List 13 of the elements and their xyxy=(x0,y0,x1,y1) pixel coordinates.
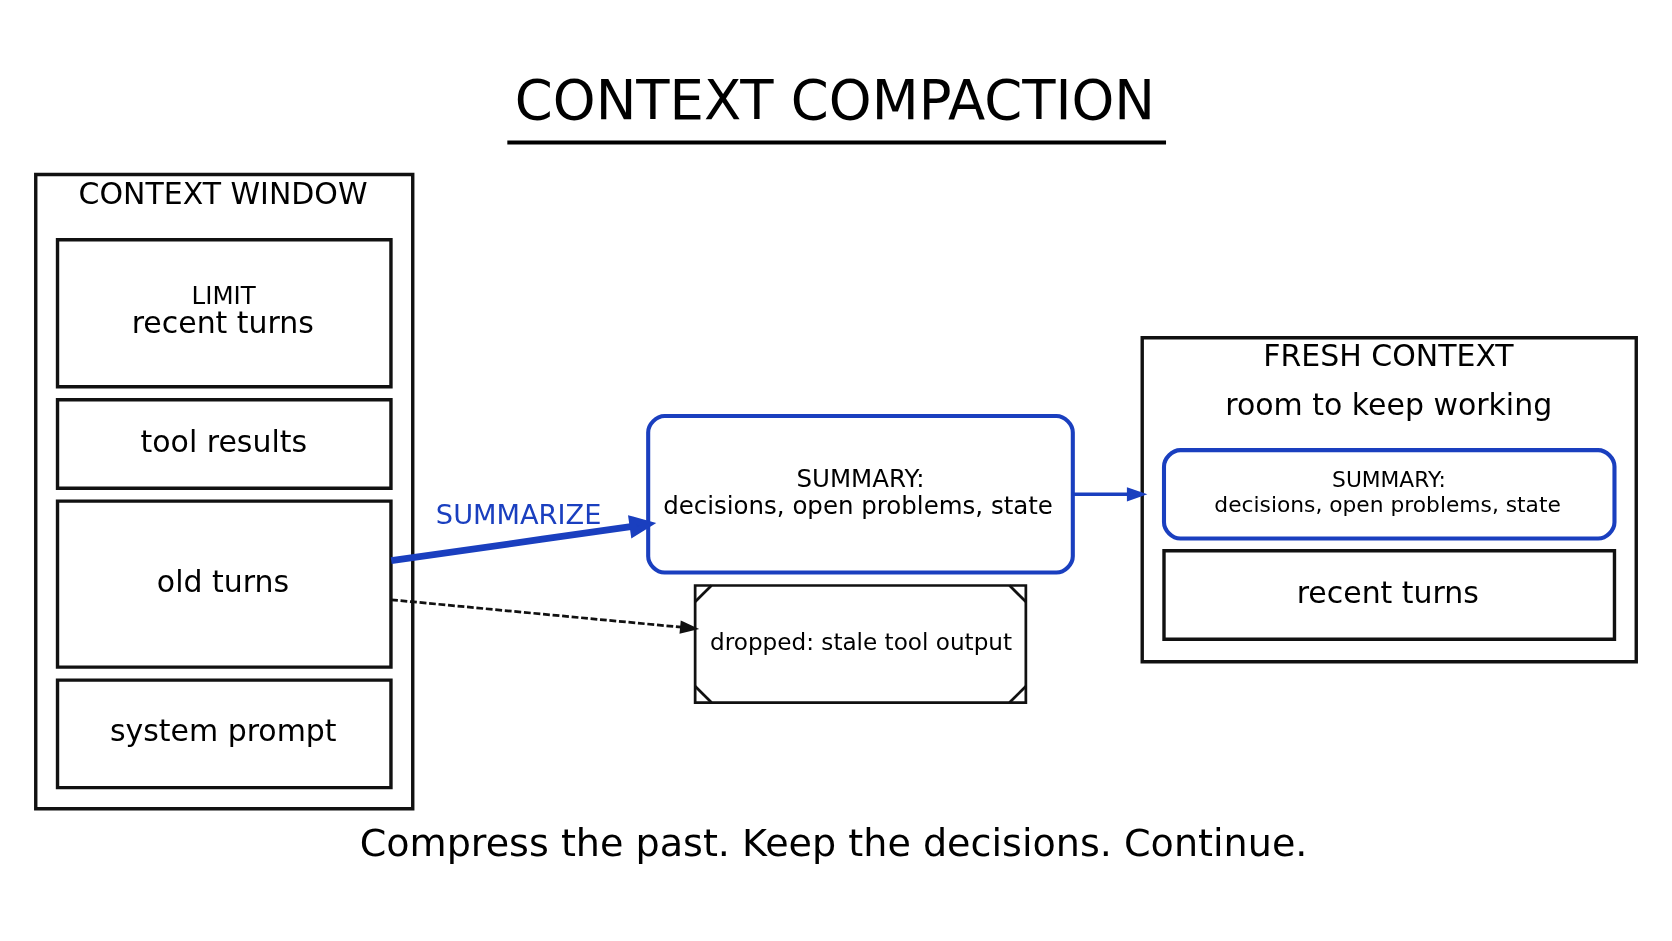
node-box: SUMMARY: decisions, open problems, state xyxy=(1161,448,1617,541)
node-box: SUMMARY: decisions, open problems, state xyxy=(646,414,1075,575)
caption: Compress the past. Keep the decisions. Continue. xyxy=(359,820,1308,865)
arrow xyxy=(391,598,700,634)
node-box: old turns xyxy=(55,499,393,669)
node-box: tool results xyxy=(55,398,393,490)
arrow xyxy=(1073,487,1148,502)
arrow xyxy=(390,515,657,565)
node-box: recent turns xyxy=(1162,549,1617,641)
node-box: system prompt xyxy=(55,678,393,790)
edge-label: SUMMARIZE xyxy=(435,499,602,531)
diagram-title: CONTEXT COMPACTION xyxy=(514,67,1156,132)
node-box: LIMIT recent turns xyxy=(55,238,393,389)
